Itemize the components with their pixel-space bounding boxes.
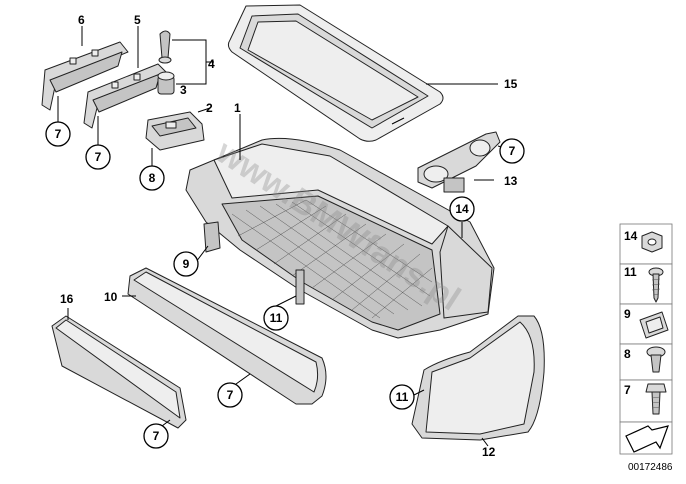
legend-number-8: 8	[624, 347, 631, 361]
legend-number-11: 11	[624, 265, 637, 279]
part-15-frame	[227, 4, 444, 142]
hex-bolt-icon	[645, 383, 667, 415]
console-lattice	[231, 199, 433, 319]
callout-16: 16	[60, 292, 74, 306]
callout-10: 10	[104, 290, 118, 304]
callout-7e: 7	[153, 429, 160, 443]
callout-circle-7c	[499, 138, 525, 164]
callout-8: 8	[149, 171, 156, 185]
hardware-legend: 14 11 9 8 7	[619, 223, 673, 473]
callout-13: 13	[504, 174, 518, 188]
callout-7b: 7	[95, 150, 102, 164]
callout-9: 9	[183, 257, 190, 271]
callout-4: 4	[208, 57, 215, 71]
callout-circle-7b	[85, 144, 111, 170]
part-16-side-panel	[51, 315, 187, 429]
callout-1: 1	[234, 101, 241, 115]
legend-number-14: 14	[624, 229, 638, 243]
callout-circle-9	[173, 251, 199, 277]
part-3-socket	[157, 71, 175, 95]
callout-7a: 7	[55, 127, 62, 141]
legend-number-9: 9	[624, 307, 631, 321]
callout-12: 12	[482, 445, 496, 459]
part-5-bracket	[83, 63, 169, 129]
part-6-bracket	[41, 41, 129, 111]
callout-circle-7a	[45, 121, 71, 147]
screw-icon	[648, 267, 664, 303]
part-10-side-panel	[127, 267, 327, 405]
callout-2: 2	[206, 101, 213, 115]
callout-14: 14	[455, 202, 469, 216]
callout-circle-14	[449, 196, 475, 222]
part-2-switch	[145, 111, 205, 151]
callout-6: 6	[78, 13, 85, 27]
part-1-console	[185, 137, 495, 339]
callout-circle-11b	[389, 384, 415, 410]
callout-11a: 11	[270, 311, 283, 325]
callout-circle-7d	[217, 382, 243, 408]
callout-3: 3	[180, 83, 187, 97]
legend-number-7: 7	[624, 383, 631, 397]
part-12-end-cap	[411, 315, 545, 441]
callout-circle-11a	[263, 305, 289, 331]
forward-arrow-icon	[625, 425, 669, 453]
callouts: 6 5 4 3 2 1 15 13 10 16 12 7 7 8 7 14 9 …	[45, 13, 525, 459]
callout-7d: 7	[227, 388, 234, 402]
expanding-rivet-icon	[646, 346, 666, 373]
callout-15: 15	[504, 77, 518, 91]
part-4-knob	[158, 30, 172, 64]
leader-lines	[57, 26, 513, 447]
part-13-bracket	[417, 131, 501, 193]
document-id: 00172486	[628, 462, 673, 473]
clip-nut-icon	[639, 311, 669, 339]
callout-circle-8	[139, 165, 165, 191]
callout-7c: 7	[509, 144, 516, 158]
callout-5: 5	[134, 13, 141, 27]
legend-cell-11	[619, 263, 673, 305]
callout-circle-7e	[143, 423, 169, 449]
callout-11b: 11	[396, 390, 409, 404]
nut-icon	[641, 231, 663, 253]
